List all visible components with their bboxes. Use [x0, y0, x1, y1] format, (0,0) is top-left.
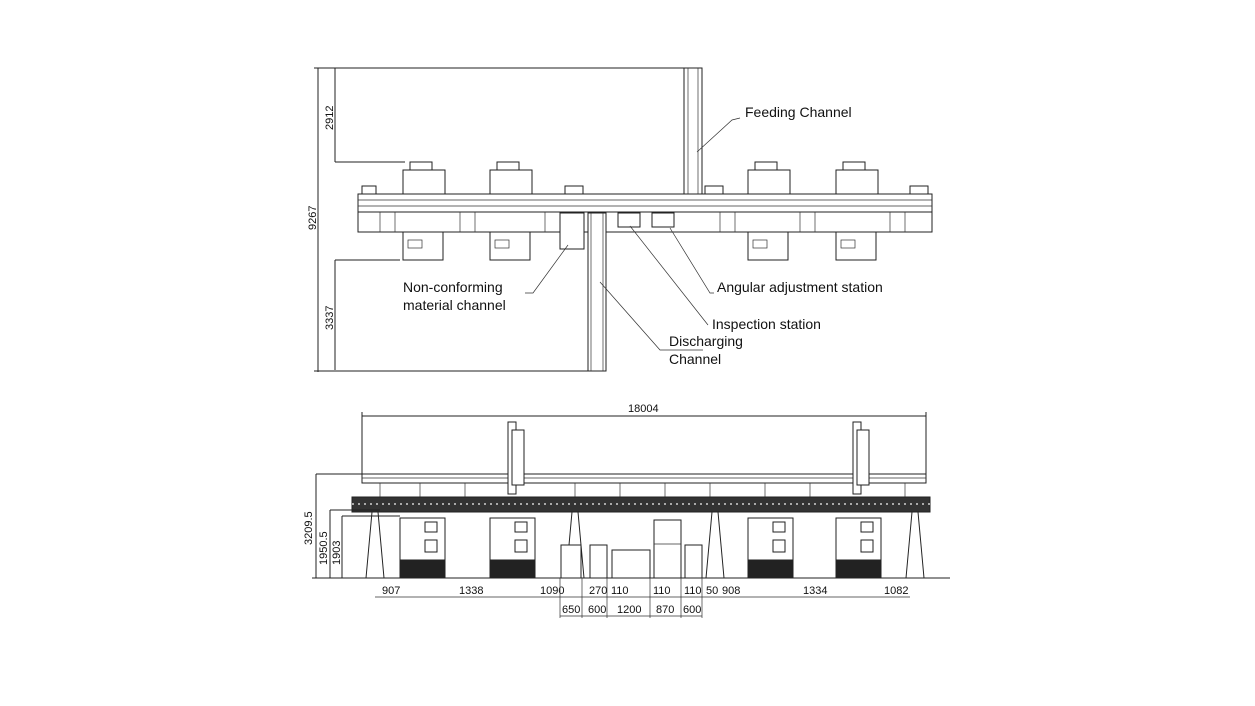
leader-discharging	[599, 281, 703, 351]
side-view: 18004	[303, 403, 950, 618]
gantry-tower-left	[507, 421, 525, 495]
dim-total-height: 3209.5	[303, 511, 315, 545]
machine-side-3	[747, 517, 794, 579]
machine-side-2	[489, 517, 536, 579]
label-feeding-channel: Feeding Channel	[745, 104, 852, 120]
inspection-unit	[589, 544, 608, 579]
gantry-tower-right	[852, 421, 870, 495]
dim-row2: 600	[683, 604, 701, 616]
dim-row2: 1200	[617, 604, 641, 616]
dim-top-clearance: 2912	[324, 106, 336, 130]
dim-row1: 110	[611, 585, 629, 597]
main-conveyor	[357, 193, 933, 213]
gantry-rail	[361, 473, 927, 484]
dim-row1: 270	[589, 585, 607, 597]
conveyor-lower-frame	[357, 211, 933, 233]
angular-adjustment-unit	[684, 544, 703, 579]
dim-row1: 907	[382, 585, 400, 597]
leader-feeding-channel	[696, 117, 741, 153]
dim-row1: 1082	[884, 585, 908, 597]
leader-angular-adjustment	[669, 227, 714, 294]
label-discharging-1: Discharging	[669, 333, 743, 349]
machine-top-3	[747, 161, 791, 261]
dim-row1: 110	[653, 585, 671, 597]
dim-row1: 1090	[540, 585, 564, 597]
dim-row1: 50	[706, 585, 718, 597]
dim-height-2: 1903	[331, 541, 343, 565]
label-angular-adjustment: Angular adjustment station	[717, 279, 883, 295]
dim-total-depth: 9267	[307, 206, 319, 230]
electrical-cabinet	[653, 519, 682, 579]
label-non-conforming-1: Non-conforming	[403, 279, 503, 295]
dim-total-length: 18004	[628, 403, 659, 415]
machine-top-1	[402, 161, 446, 261]
leader-inspection	[629, 225, 709, 326]
label-inspection: Inspection station	[712, 316, 821, 332]
label-discharging-2: Channel	[669, 351, 721, 367]
dimension-row-1: 907 1338 1090 270 110 110 110 50 908 133…	[375, 585, 910, 598]
machine-side-4	[835, 517, 882, 579]
non-conforming-unit	[560, 544, 582, 579]
inspection-station	[617, 212, 641, 228]
dim-bottom-clearance: 3337	[324, 306, 336, 330]
dim-row1: 1334	[803, 585, 827, 597]
dimension-row-2: 650 600 1200 870 600	[559, 578, 703, 618]
dim-row1: 908	[722, 585, 740, 597]
machine-top-4	[835, 161, 879, 261]
machine-top-2	[489, 161, 533, 261]
dim-row1: 1338	[459, 585, 483, 597]
dim-row2: 600	[588, 604, 606, 616]
discharging-channel	[587, 212, 607, 372]
label-non-conforming-2: material channel	[403, 297, 506, 313]
dim-row2: 870	[656, 604, 674, 616]
top-view: 9267 2912 3337	[307, 67, 933, 372]
dim-height-1: 1950.5	[318, 531, 330, 565]
control-cabinet	[611, 549, 651, 579]
non-conforming-channel	[559, 212, 585, 250]
angular-adjustment-station	[651, 212, 675, 228]
leader-non-conforming	[525, 244, 569, 294]
support-legs	[365, 511, 925, 579]
feeding-channel	[683, 67, 703, 195]
dim-row1: 110	[684, 585, 702, 597]
machine-side-1	[399, 517, 446, 579]
dim-row2: 650	[562, 604, 580, 616]
